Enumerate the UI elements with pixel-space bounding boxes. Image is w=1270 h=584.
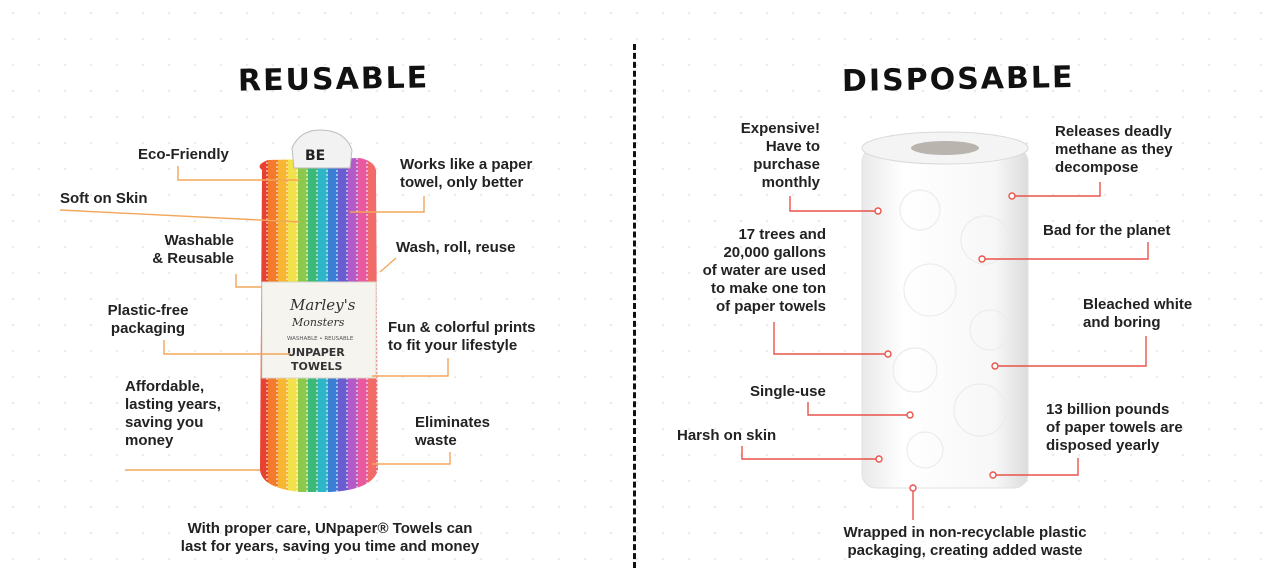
label-reusable-footer: With proper care, UNpaper® Towels can la…: [150, 520, 510, 556]
label-trees-line5: of paper towels: [715, 298, 826, 315]
label-reusable-footer-line1: With proper care, UNpaper® Towels can: [187, 520, 473, 537]
label-disposable-footer-line2: packaging, creating added waste: [847, 542, 1083, 559]
label-expensive: Expensive! Have to purchase monthly: [700, 120, 820, 192]
label-billion: 13 billion pounds of paper towels are di…: [1046, 401, 1183, 455]
label-disposable-footer: Wrapped in non-recyclable plastic packag…: [800, 524, 1130, 560]
band-brand-1: Marley's: [289, 296, 356, 314]
leader-methane: [1012, 182, 1101, 197]
label-fun-colorful-line1: Fun & colorful prints: [388, 319, 536, 336]
label-methane: Releases deadly methane as they decompos…: [1055, 123, 1173, 177]
leader-methane-dot: [1008, 192, 1016, 200]
label-trees: 17 trees and 20,000 gallons of water are…: [650, 226, 826, 316]
product-label-band: [261, 281, 377, 379]
label-bad-planet: Bad for the planet: [1043, 222, 1171, 239]
label-fun-colorful: Fun & colorful prints to fit your lifest…: [388, 319, 536, 355]
label-billion-line1: 13 billion pounds: [1046, 401, 1170, 418]
leader-works-like: [350, 196, 425, 213]
label-disposable-footer-line1: Wrapped in non-recyclable plastic: [843, 524, 1087, 541]
leader-expensive: [789, 196, 878, 212]
label-soft-on-skin: Soft on Skin: [60, 190, 148, 207]
label-single-use: Single-use: [750, 383, 826, 400]
label-trees-line2: 20,000 gallons: [723, 244, 826, 261]
leader-bleached-dot: [991, 362, 999, 370]
leader-bleached: [995, 336, 1147, 367]
label-affordable-line3: saving you: [125, 414, 204, 431]
label-billion-line2: of paper towels are: [1046, 419, 1183, 436]
roll-top-tag-text: BE: [305, 148, 325, 164]
band-product-2: TOWELS: [291, 360, 343, 373]
paper-roll-core: [911, 141, 979, 155]
label-billion-line3: disposed yearly: [1046, 437, 1160, 454]
leader-single-use-dot: [906, 411, 914, 419]
label-harsh: Harsh on skin: [677, 427, 777, 444]
label-methane-line1: Releases deadly: [1055, 123, 1172, 140]
label-affordable: Affordable, lasting years, saving you mo…: [125, 378, 221, 450]
label-plastic-free-line2: packaging: [110, 320, 186, 337]
label-eliminates: Eliminates waste: [415, 414, 490, 450]
paper-roll-emboss-pattern: [892, 189, 1011, 469]
leader-harsh-dot: [875, 455, 883, 463]
label-methane-line3: decompose: [1055, 159, 1139, 176]
label-trees-line3: of water are used: [702, 262, 826, 279]
leader-plastic-free: [163, 340, 290, 355]
leader-disposable-footer-dot: [909, 484, 917, 492]
label-affordable-line4: money: [125, 432, 174, 449]
label-bleached-line1: Bleached white: [1083, 296, 1193, 313]
band-product-1: UNPAPER: [287, 346, 345, 359]
leader-single-use: [807, 402, 910, 416]
label-eliminates-line2: waste: [415, 432, 457, 449]
label-reusable-footer-line2: last for years, saving you time and mone…: [180, 538, 480, 555]
label-plastic-free: Plastic-free packaging: [98, 302, 198, 338]
leader-bad-planet-dot: [978, 255, 986, 263]
band-tagline: WASHABLE • REUSABLE: [287, 336, 354, 342]
leader-billion-dot: [989, 471, 997, 479]
leader-wash-roll: [379, 257, 397, 273]
label-bleached-line2: and boring: [1083, 314, 1161, 331]
label-bleached: Bleached white and boring: [1083, 296, 1192, 332]
label-expensive-line1: Expensive!: [740, 120, 820, 137]
label-plastic-free-line1: Plastic-free: [107, 302, 189, 319]
label-washable-line2: & Reusable: [152, 250, 234, 267]
label-affordable-line2: lasting years,: [125, 396, 221, 413]
label-expensive-line3: purchase: [753, 156, 820, 173]
leader-eliminates: [372, 452, 451, 465]
label-fun-colorful-line2: to fit your lifestyle: [388, 337, 518, 354]
roll-top-tag: [291, 129, 353, 169]
label-methane-line2: methane as they: [1055, 141, 1173, 158]
label-expensive-line2: Have to: [765, 138, 820, 155]
label-works-like: Works like a paper towel, only better: [400, 156, 532, 192]
label-washable: Washable & Reusable: [140, 232, 234, 268]
label-expensive-line4: monthly: [761, 174, 820, 191]
label-wash-roll: Wash, roll, reuse: [396, 239, 516, 256]
leader-trees: [773, 322, 888, 355]
label-works-like-line2: towel, only better: [400, 174, 524, 191]
label-eliminates-line1: Eliminates: [415, 414, 491, 431]
label-trees-line1: 17 trees and: [738, 226, 826, 243]
leader-harsh: [741, 446, 879, 460]
leader-fun-colorful: [372, 358, 449, 377]
leader-billion: [993, 458, 1079, 476]
label-eco-friendly: Eco-Friendly: [138, 146, 229, 163]
leader-washable: [235, 274, 262, 288]
label-trees-line4: to make one ton: [710, 280, 826, 297]
leader-expensive-dot: [874, 207, 882, 215]
leader-soft-on-skin: [59, 209, 301, 223]
band-brand-2: Monsters: [291, 316, 345, 329]
label-affordable-line1: Affordable,: [125, 378, 205, 395]
leader-bad-planet: [982, 242, 1149, 260]
leader-trees-dot: [884, 350, 892, 358]
label-washable-line1: Washable: [164, 232, 234, 249]
center-divider: [633, 44, 636, 568]
leader-eco-friendly: [177, 166, 300, 181]
label-works-like-line1: Works like a paper: [400, 156, 533, 173]
